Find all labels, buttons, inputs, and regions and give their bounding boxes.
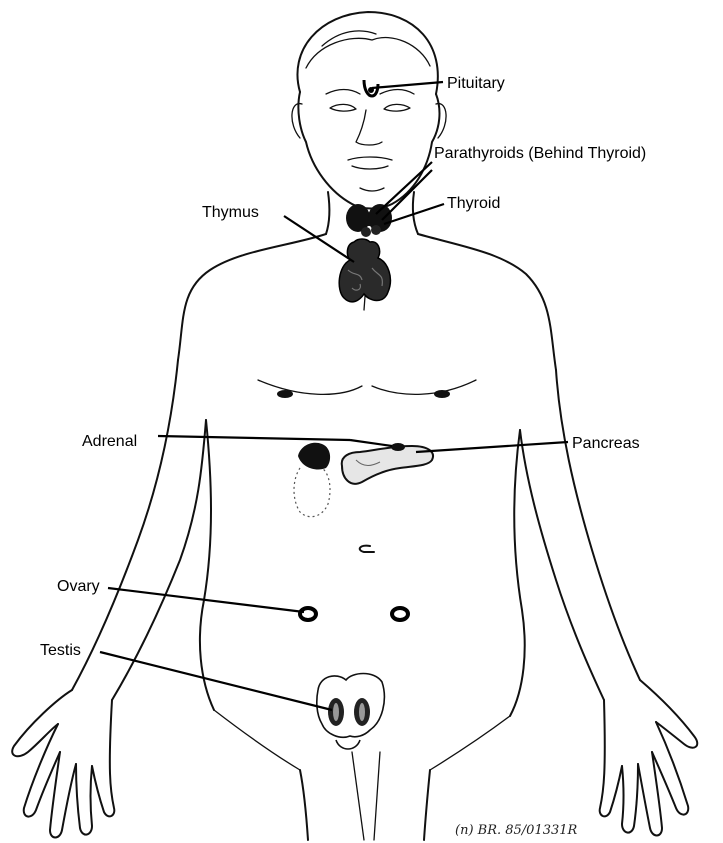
leader-adrenal-2 <box>350 440 392 446</box>
label-parathyroids: Parathyroids (Behind Thyroid) <box>434 145 646 162</box>
leader-thymus <box>284 216 354 262</box>
label-ovary: Ovary <box>57 578 100 595</box>
ovary-gland <box>300 608 408 620</box>
label-pituitary: Pituitary <box>447 75 505 92</box>
label-testis: Testis <box>40 642 81 659</box>
catalog-stamp: (n) BR. 85/01331R <box>455 823 578 838</box>
leader-pituitary <box>372 82 443 88</box>
label-pancreas: Pancreas <box>572 435 640 452</box>
leader-pancreas <box>416 442 568 452</box>
labels: Pituitary Parathyroids (Behind Thyroid) … <box>40 75 646 838</box>
left-hand <box>12 690 114 838</box>
leader-lines <box>100 82 568 710</box>
thymus-gland <box>339 239 390 302</box>
leader-testis <box>100 652 332 710</box>
leader-adrenal <box>158 436 350 440</box>
label-thyroid: Thyroid <box>447 195 500 212</box>
label-adrenal: Adrenal <box>82 433 137 450</box>
testis-gland <box>317 674 385 750</box>
label-thymus: Thymus <box>202 204 259 221</box>
right-hand <box>600 680 698 836</box>
pancreas-gland <box>342 443 433 484</box>
adrenal-gland <box>294 443 330 517</box>
leader-parathyroids-2 <box>382 170 432 220</box>
